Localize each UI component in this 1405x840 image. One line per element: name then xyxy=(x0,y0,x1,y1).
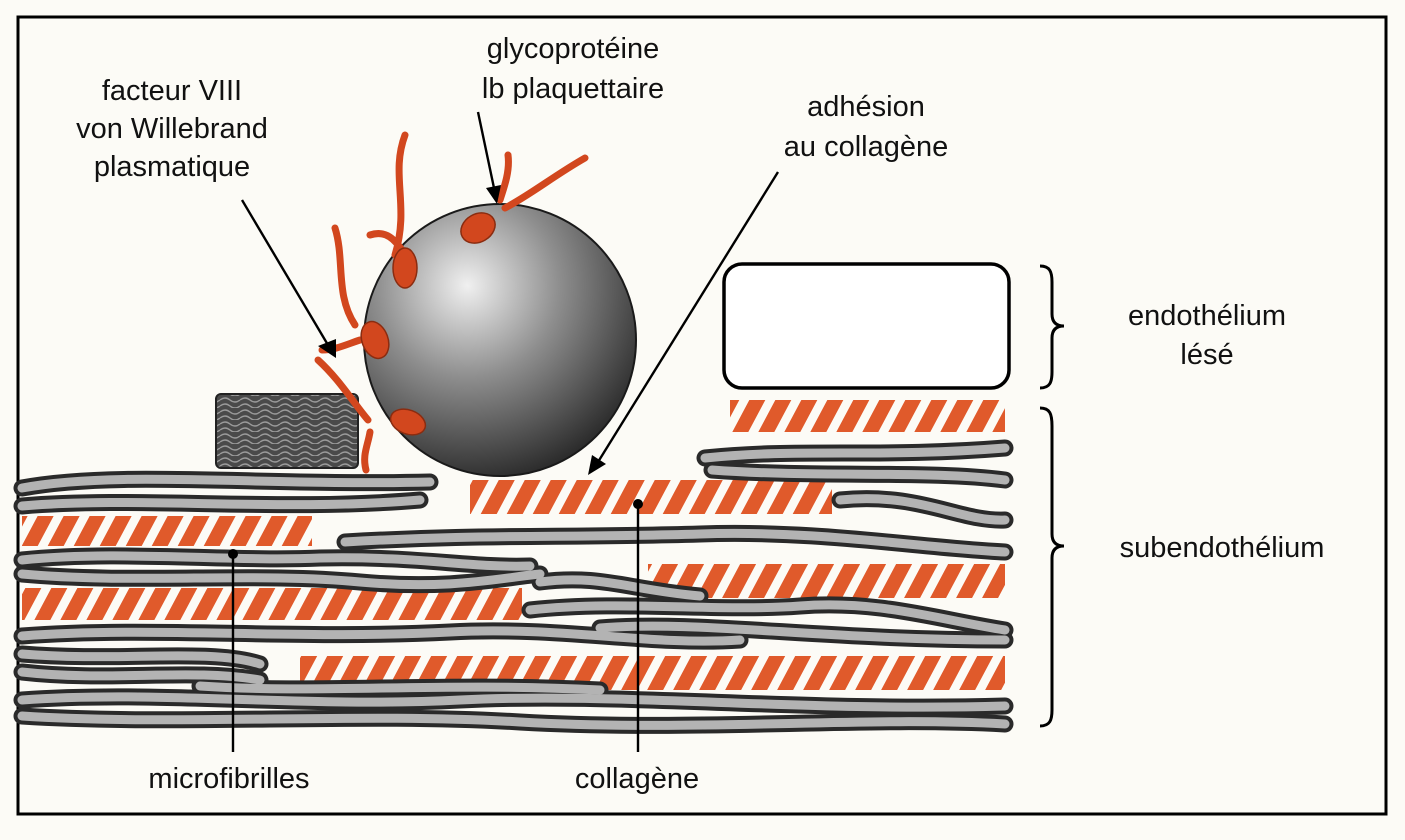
label-glycoproteine: glycoprotéine lb plaquettaire xyxy=(482,33,664,105)
label-microfibrilles: microfibrilles xyxy=(148,763,309,795)
label-facteur-line-1: facteur VIII xyxy=(102,75,242,107)
leader-lines xyxy=(231,111,780,752)
subendothelium-brace xyxy=(1039,406,1065,728)
endothelium-cell xyxy=(722,262,1011,390)
microfibrils xyxy=(13,439,1014,734)
collagen-band xyxy=(22,588,522,620)
label-endothelium: endothélium lésé xyxy=(1128,300,1286,371)
label-endothelium-line-1: endothélium xyxy=(1128,300,1286,332)
label-facteur-line-2: von Willebrand xyxy=(76,113,268,145)
label-facteur: facteur VIII von Willebrand plasmatique xyxy=(76,75,268,183)
platelet xyxy=(363,203,637,477)
arrowheads xyxy=(318,185,606,475)
label-glyco-line-1: glycoprotéine xyxy=(487,33,660,65)
receptor-heads xyxy=(360,212,496,436)
label-adhesion: adhésion au collagène xyxy=(784,91,948,163)
frame xyxy=(16,15,1388,816)
factor-viii-block xyxy=(215,393,359,469)
label-subendothelium: subendothélium xyxy=(1120,532,1325,564)
label-facteur-line-3: plasmatique xyxy=(94,151,250,183)
collagen-band xyxy=(22,516,312,546)
collagen-band xyxy=(470,480,832,514)
label-dots xyxy=(228,499,643,559)
endothelium-brace xyxy=(1039,264,1065,390)
label-glyco-line-2: lb plaquettaire xyxy=(482,73,664,105)
label-collagene: collagène xyxy=(575,763,699,795)
label-adhesion-line-1: adhésion xyxy=(807,91,925,123)
braces xyxy=(1039,264,1065,728)
label-adhesion-line-2: au collagène xyxy=(784,131,948,163)
collagen-band xyxy=(730,400,1005,432)
label-endothelium-line-2: lésé xyxy=(1180,339,1233,371)
